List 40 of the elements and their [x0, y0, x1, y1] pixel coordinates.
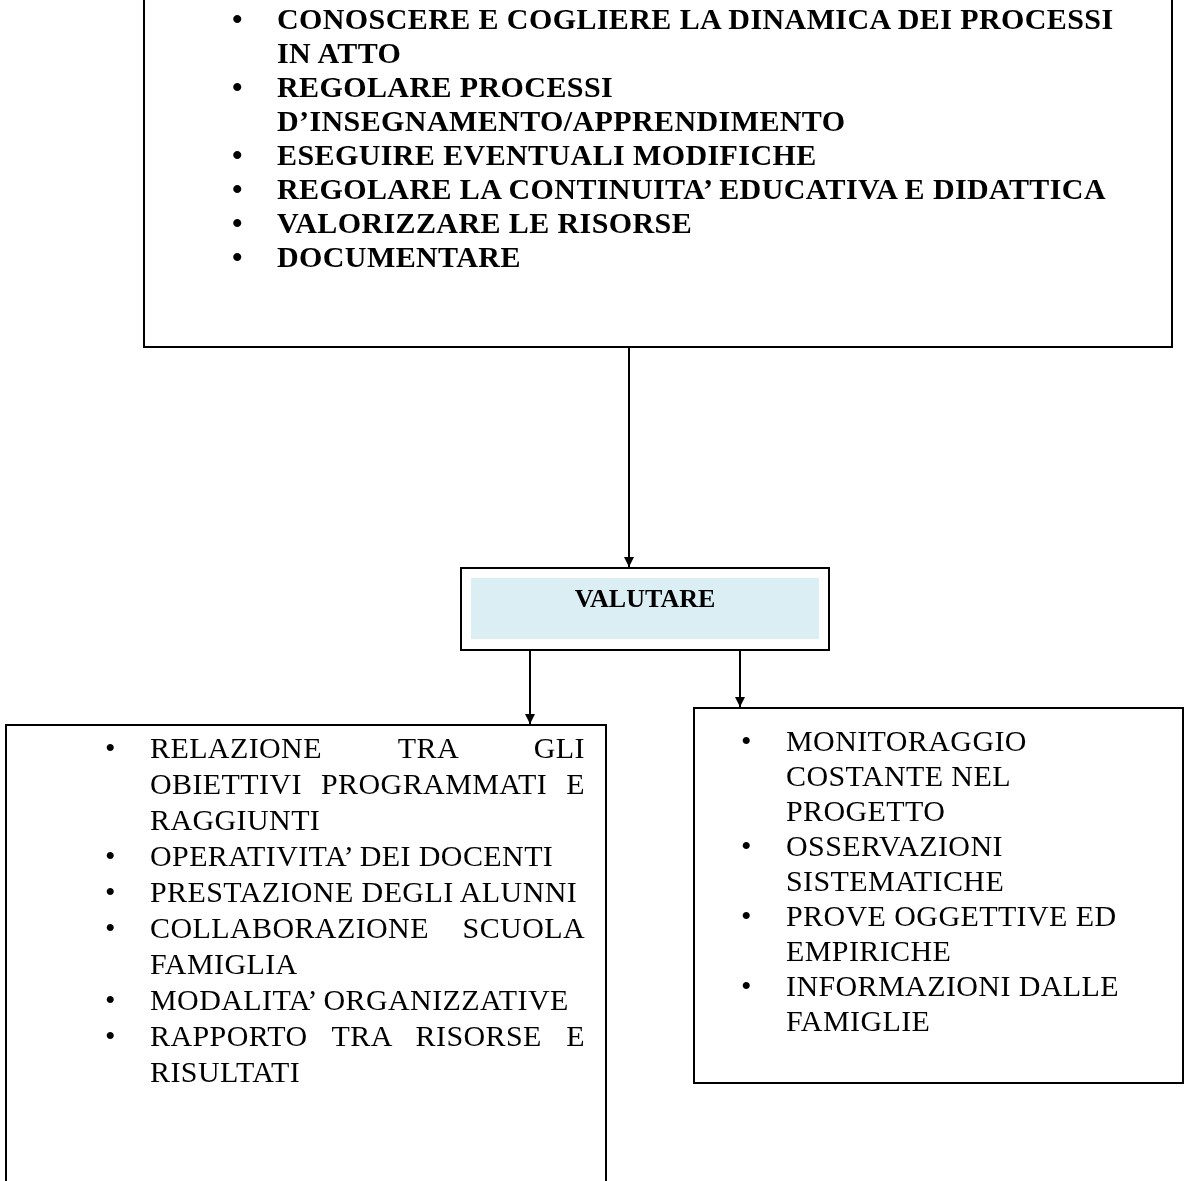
bullet-marker: •: [232, 138, 244, 172]
list-item-text: REGOLARE LA CONTINUITA’ EDUCATIVA E DIDATTICA: [277, 172, 1107, 206]
bullet-marker: •: [741, 898, 753, 933]
list-item-text: ESEGUIRE EVENTUALI MODIFICHE: [277, 138, 818, 172]
title-box: [460, 567, 830, 651]
heading-text: VALUTARE: [573, 584, 717, 614]
list-item-text: MODALITA’ ORGANIZZATIVE: [150, 982, 570, 1018]
list-item-text: PROVE OGGETTIVE ED EMPIRICHE: [786, 898, 1118, 968]
bullet-marker: •: [232, 206, 244, 240]
list-item-text: RAPPORTO TRA RISORSE E RISULTATI: [150, 1018, 585, 1090]
list-item-text: MONITORAGGIO COSTANTE NEL PROGETTO: [786, 723, 1028, 828]
bullet-marker: •: [105, 730, 117, 766]
bullet-marker: •: [105, 1018, 117, 1054]
bullet-marker: •: [741, 723, 753, 758]
list-box: [5, 724, 607, 1181]
arrow: [735, 650, 745, 708]
list-box: [143, 0, 1173, 348]
list-box: [693, 707, 1184, 1084]
bullet-marker: •: [232, 70, 244, 104]
list-item-text: OSSERVAZIONI SISTEMATICHE: [786, 828, 1006, 898]
bullet-marker: •: [741, 828, 753, 863]
arrow: [624, 347, 634, 568]
list-item-text: CONOSCERE E COGLIERE LA DINAMICA DEI PROCESSI IN ATTO: [277, 2, 1115, 70]
bullet-marker: •: [105, 874, 117, 910]
list-item-text: DOCUMENTARE: [277, 240, 522, 274]
bullet-marker: •: [105, 838, 117, 874]
bullet-marker: •: [232, 2, 244, 36]
bullet-marker: •: [105, 910, 117, 946]
bullet-marker: •: [105, 982, 117, 1018]
arrow: [525, 650, 535, 725]
list-item-text: OPERATIVITA’ DEI DOCENTI: [150, 838, 555, 874]
list-item-text: COLLABORAZIONE SCUOLA FAMIGLIA: [150, 910, 585, 982]
list-item-text: INFORMAZIONI DALLE FAMIGLIE: [786, 968, 1120, 1038]
bullet-marker: •: [741, 968, 753, 1003]
list-item-text: VALORIZZARE LE RISORSE: [277, 206, 694, 240]
bullet-marker: •: [232, 172, 244, 206]
list-item-text: RELAZIONE TRA GLI OBIETTIVI PROGRAMMATI E RAGGIUNTI: [150, 730, 585, 838]
bullet-marker: •: [232, 240, 244, 274]
list-item-text: REGOLARE PROCESSI D’INSEGNAMENTO/APPRENDIMENTO: [277, 70, 847, 138]
list-item-text: PRESTAZIONE DEGLI ALUNNI: [150, 874, 579, 910]
